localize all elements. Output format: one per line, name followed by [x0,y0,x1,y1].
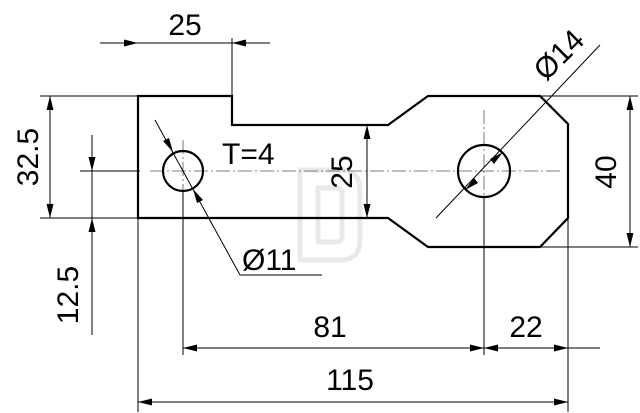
label-top-width: 25 [168,9,201,42]
dimension-right-edge-offset: 22 [484,311,568,352]
dimension-neck-height: 25 [326,125,371,218]
label-hole-spacing: 81 [313,311,346,344]
label-left-height: 32.5 [12,128,45,186]
dimension-overall-length: 115 [138,364,568,406]
leader-large-hole-diameter: Ø14 [435,24,601,219]
label-neck-height: 25 [326,155,359,188]
label-hole-offset: 12.5 [52,266,85,324]
part-outline [136,94,570,249]
leader-small-hole-diameter: Ø11 [154,119,322,277]
dimension-hole-offset: 12.5 [52,135,96,335]
label-large-hole-diameter: Ø14 [528,24,591,87]
label-small-hole-diameter: Ø11 [242,244,296,277]
label-thickness: T=4 [222,138,275,171]
label-right-edge-offset: 22 [509,311,542,344]
label-overall-length: 115 [326,364,374,397]
dimension-right-height: 40 [590,96,634,247]
label-right-height: 40 [590,155,623,188]
dimension-hole-spacing: 81 [183,311,600,352]
dimension-top-width: 25 [100,9,270,47]
dimension-left-height: 32.5 [12,96,54,218]
extension-lines [40,38,638,412]
